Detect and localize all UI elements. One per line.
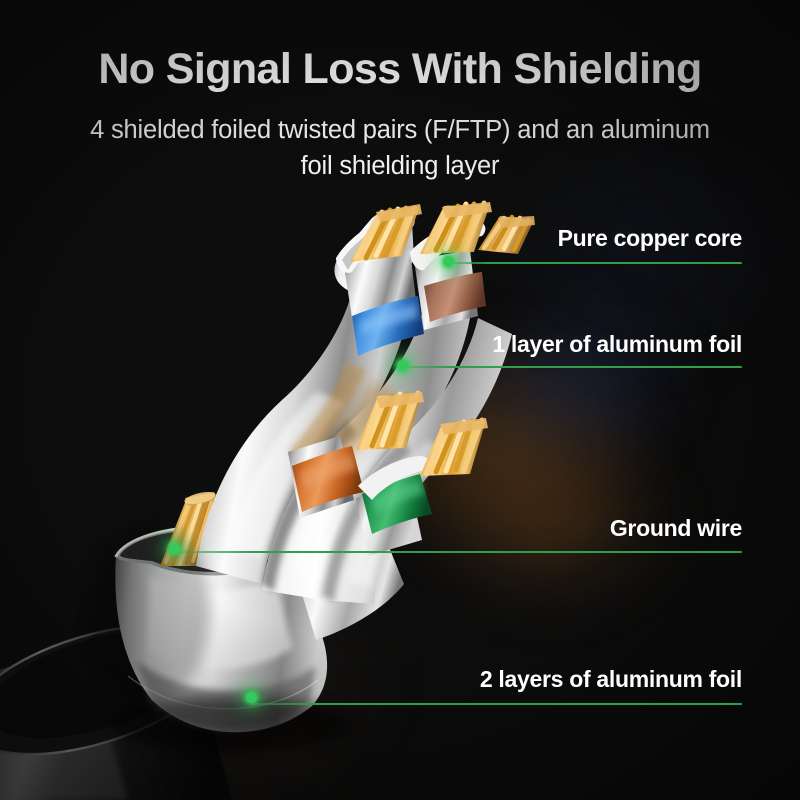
callout-dot-marker[interactable] bbox=[245, 691, 257, 703]
callout-dot-marker[interactable] bbox=[396, 359, 408, 371]
callout-dot-marker[interactable] bbox=[442, 255, 454, 267]
callout-dot-marker[interactable] bbox=[168, 542, 180, 554]
copper-strands-extra-upper bbox=[478, 214, 535, 254]
